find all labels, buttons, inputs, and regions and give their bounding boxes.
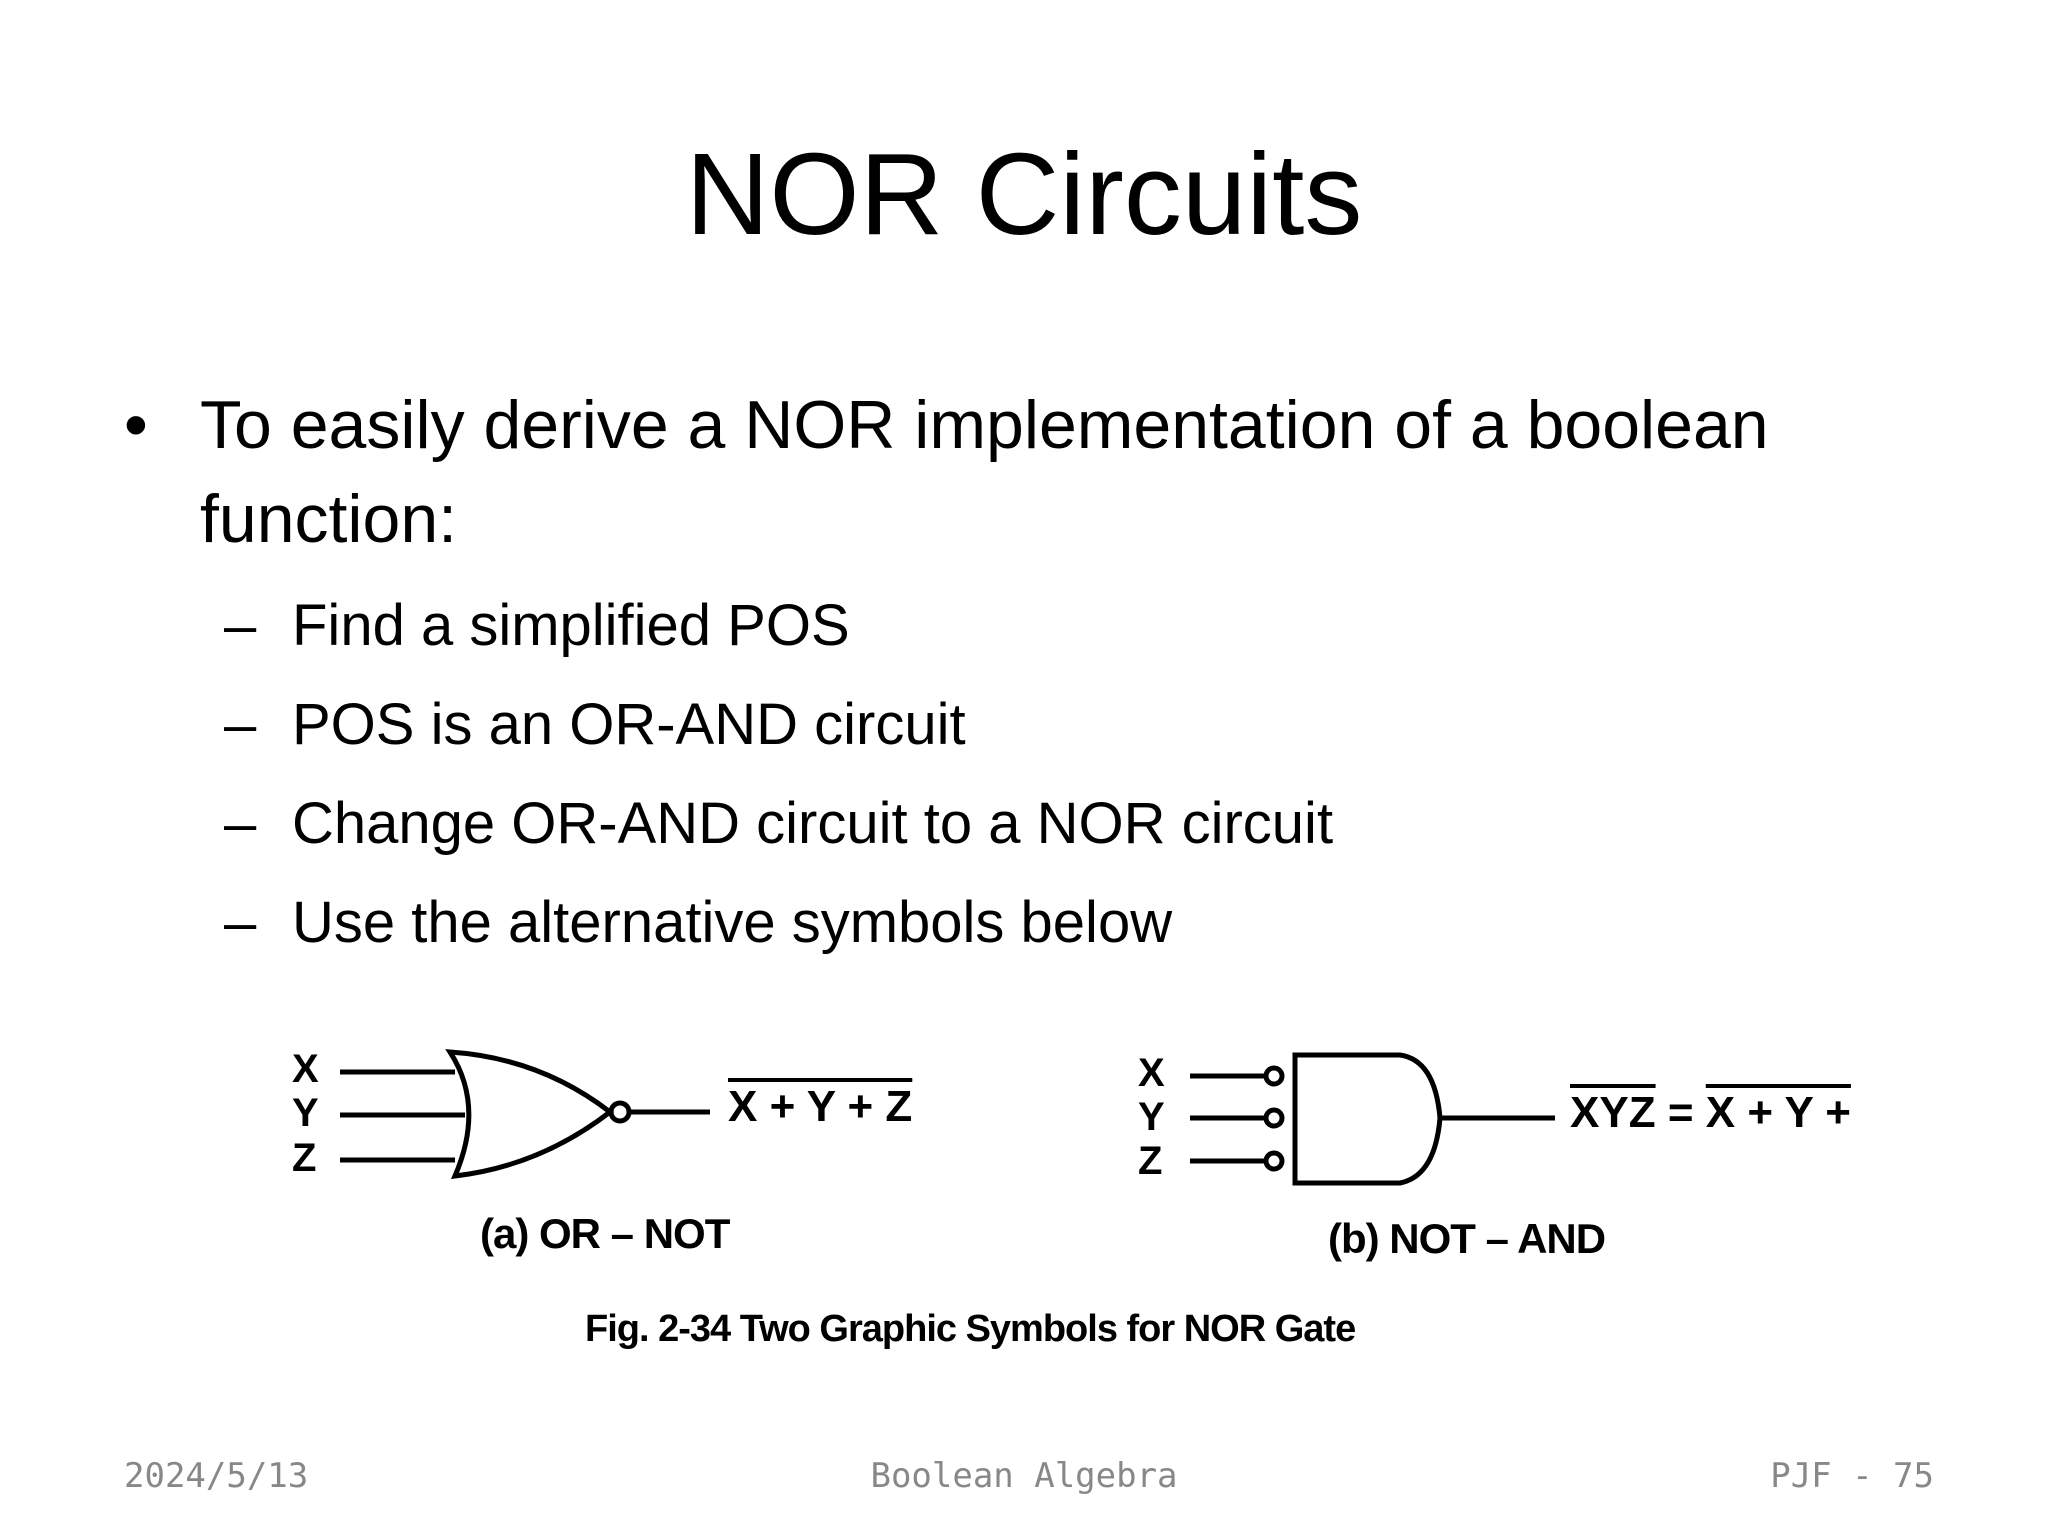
sub-item: – POS is an OR-AND circuit xyxy=(224,675,1944,774)
sub-item-text: Use the alternative symbols below xyxy=(292,890,1173,955)
bullet-dot: • xyxy=(124,387,148,463)
main-bullet: • To easily derive a NOR implementation … xyxy=(124,378,1944,566)
dash-bullet: – xyxy=(224,692,257,757)
figure-caption: Fig. 2-34 Two Graphic Symbols for NOR Ga… xyxy=(585,1308,1356,1350)
nor-gate-figure: X Y Z X + Y + Z X Y Z XYZ = X + Y + (a) … xyxy=(280,1040,1900,1380)
sub-item: – Find a simplified POS xyxy=(224,576,1944,675)
sub-item-text: Find a simplified POS xyxy=(292,593,850,658)
input-label-x: X xyxy=(292,1047,319,1091)
sub-item: – Change OR-AND circuit to a NOR circuit xyxy=(224,774,1944,873)
gate-diagram xyxy=(340,1049,1555,1186)
dash-bullet: – xyxy=(224,890,257,955)
input-label-x: X xyxy=(1138,1051,1165,1095)
dash-bullet: – xyxy=(224,593,257,658)
sub-list: – Find a simplified POS – POS is an OR-A… xyxy=(124,576,1944,972)
label-not-and: (b) NOT – AND xyxy=(1328,1215,1606,1262)
bullet-list: • To easily derive a NOR implementation … xyxy=(124,378,1944,972)
output-expression-b: XYZ = X + Y + xyxy=(1570,1088,1851,1137)
main-bullet-text: To easily derive a NOR implementation of… xyxy=(200,387,1769,557)
footer-page-number: PJF - 75 xyxy=(1770,1456,1934,1496)
input-label-z: Z xyxy=(292,1136,317,1180)
input-label-y: Y xyxy=(292,1091,319,1135)
input-label-y: Y xyxy=(1138,1095,1165,1139)
dash-bullet: – xyxy=(224,791,257,856)
footer-center: Boolean Algebra xyxy=(870,1456,1178,1496)
input-label-z: Z xyxy=(1138,1139,1163,1183)
footer-date: 2024/5/13 xyxy=(124,1456,309,1496)
output-expression-a: X + Y + Z xyxy=(728,1082,913,1131)
label-or-not: (a) OR – NOT xyxy=(480,1210,730,1257)
sub-item: – Use the alternative symbols below xyxy=(224,873,1944,972)
or-not-gate-symbol xyxy=(340,1049,710,1179)
slide-title: NOR Circuits xyxy=(685,129,1363,259)
not-and-gate-symbol xyxy=(1190,1052,1555,1186)
sub-item-text: POS is an OR-AND circuit xyxy=(292,692,966,757)
sub-item-text: Change OR-AND circuit to a NOR circuit xyxy=(292,791,1334,856)
